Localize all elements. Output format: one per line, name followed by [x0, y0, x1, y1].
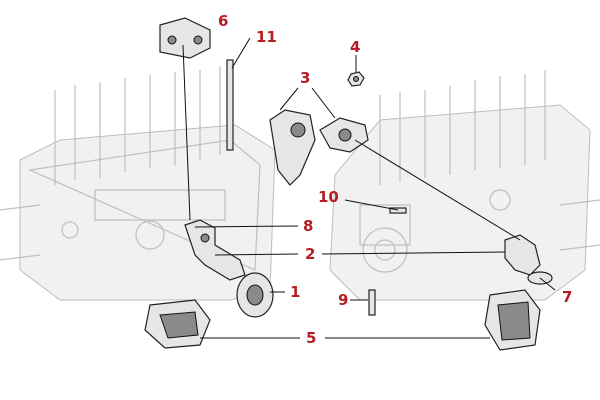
callout-8: 8: [303, 217, 313, 235]
part-9-bolt: [368, 289, 376, 316]
callout-6: 6: [218, 12, 228, 30]
part-2-right-mount-arm: [504, 234, 541, 276]
callout-labels: 1 2 3 4 5 6 7 8 9 10 11: [218, 12, 572, 347]
part-8-2-mount-arm: [184, 219, 246, 281]
callout-7: 7: [562, 288, 572, 306]
part-4-nut: [347, 71, 365, 87]
callout-10: 10: [318, 188, 339, 206]
part-3-bracket-left: [269, 109, 316, 186]
leader-lines: [182, 37, 556, 339]
part-3-bracket-right: [319, 117, 369, 153]
callout-5: 5: [306, 329, 316, 347]
part-5-mount-right: [484, 289, 541, 351]
callout-4: 4: [350, 38, 360, 56]
callout-3: 3: [300, 69, 310, 87]
part-10-pin: [389, 207, 407, 214]
callout-11: 11: [256, 28, 277, 46]
part-1-rubber-buffer: [236, 272, 274, 318]
callout-2: 2: [305, 245, 315, 263]
callout-9: 9: [338, 291, 348, 309]
part-5-mount-left: [144, 299, 211, 349]
engine-block-right: [329, 70, 600, 301]
part-6-upper-bracket: [159, 17, 211, 59]
part-11-stud: [226, 59, 234, 151]
callout-1: 1: [290, 283, 300, 301]
